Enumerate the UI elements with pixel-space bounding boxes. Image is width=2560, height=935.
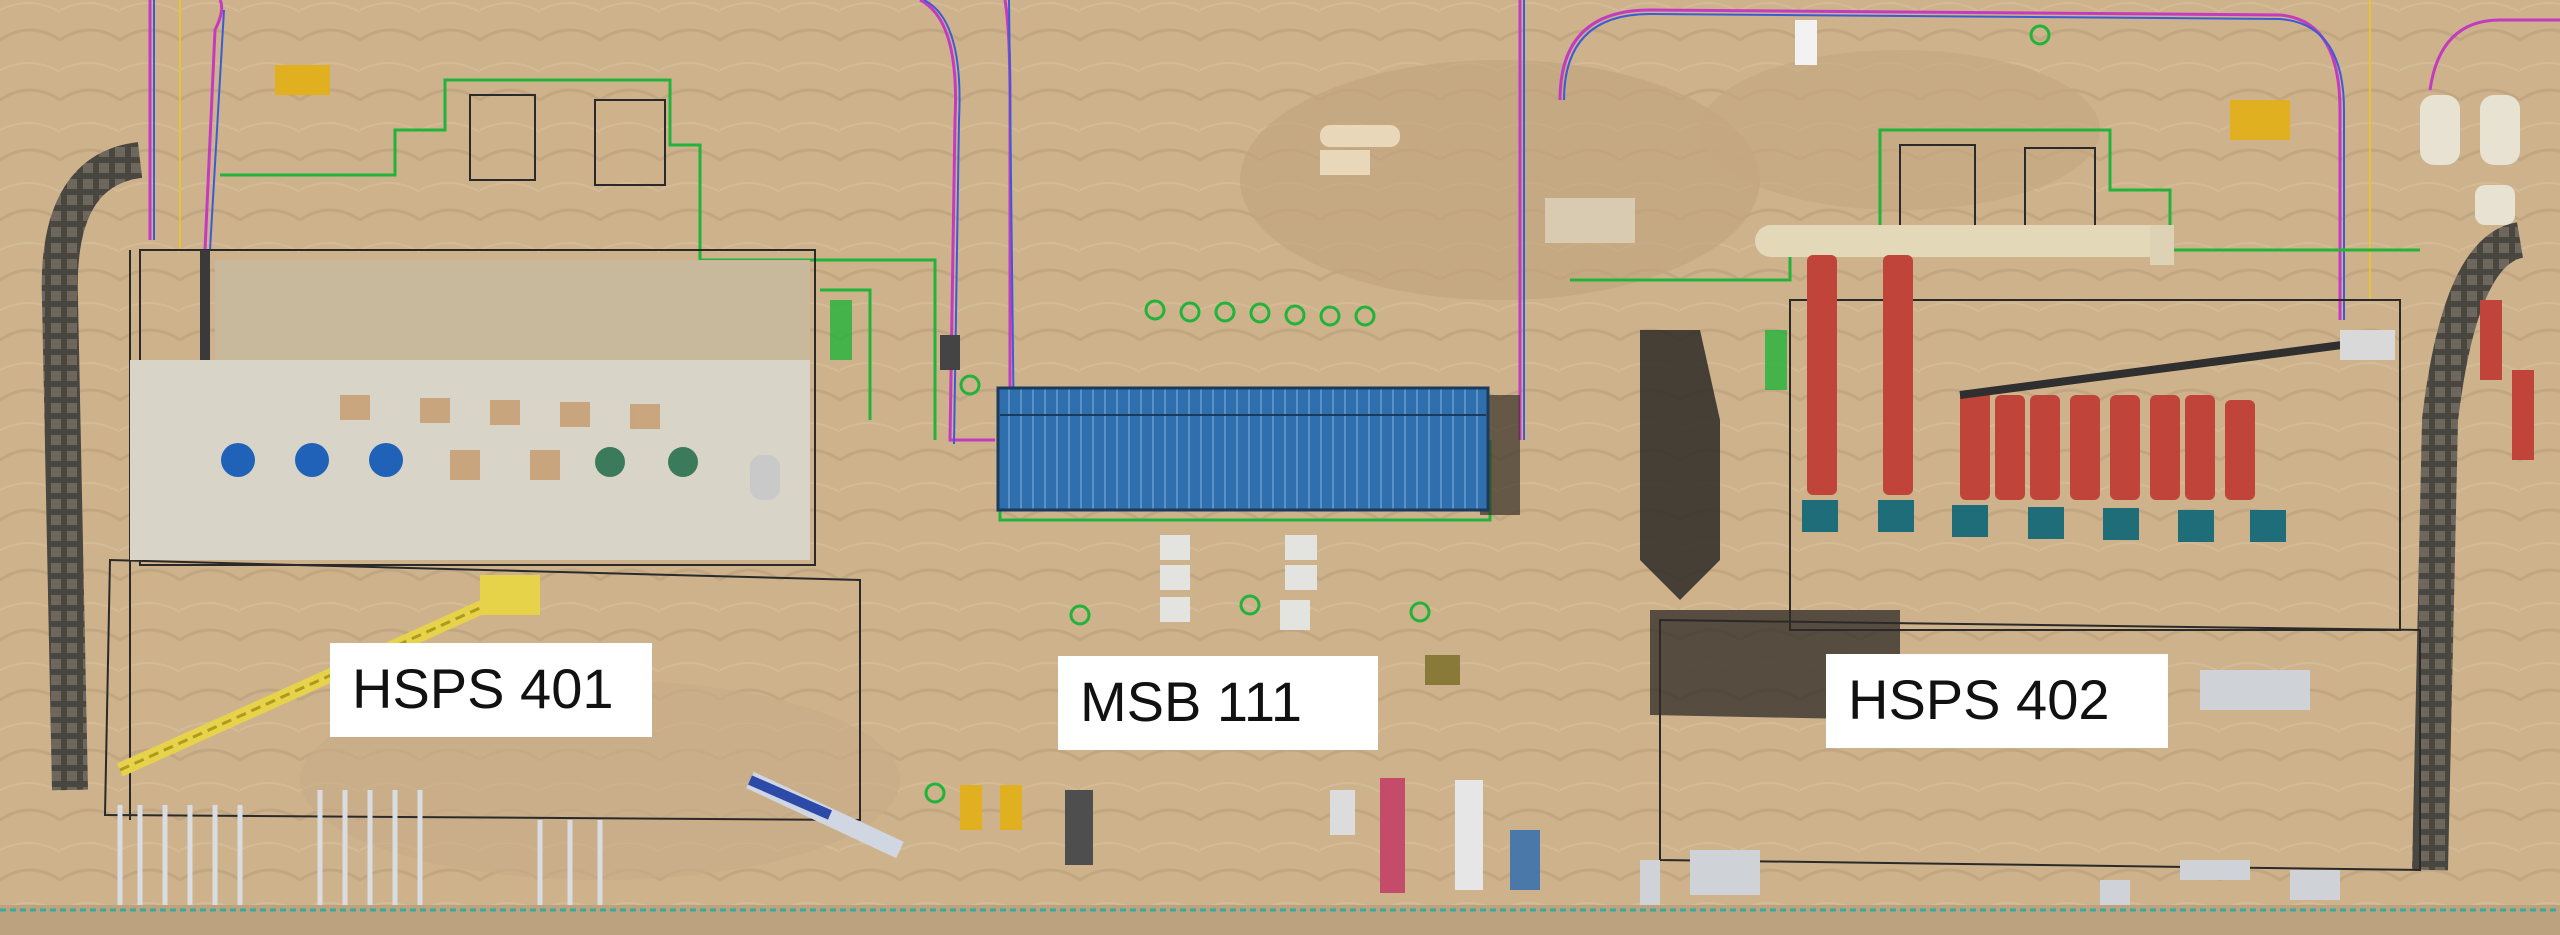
crane-boom-401-lattice (119, 588, 521, 772)
green-marker (1765, 330, 1787, 390)
hsps-402-excavation (1640, 330, 1720, 600)
crane-cab-402 (2340, 330, 2395, 360)
laydown-material-right (1640, 670, 2340, 905)
area-label-msb-111: MSB 111 (1058, 656, 1378, 750)
hsps-402-tank-bases (1802, 500, 2286, 542)
area-label-hsps-401: HSPS 401 (330, 643, 652, 737)
hsps-401-tanks (221, 443, 780, 500)
green-marker (830, 300, 852, 360)
crane-boom-402 (1959, 336, 2381, 399)
msb-111-roof (996, 386, 1490, 512)
right-red-tanks (2480, 300, 2534, 460)
survey-circles (924, 24, 2051, 804)
area-label-hsps-402: HSPS 402 (1826, 654, 2168, 748)
utility-line-blue (153, 0, 2345, 445)
right-track-mat (2412, 222, 2525, 871)
horizontal-tank (2150, 225, 2174, 265)
hsps-401-foundation-grid (340, 395, 660, 480)
horizontal-tank (1755, 225, 2165, 257)
laydown-material (117, 790, 603, 905)
storage-tanks (2420, 95, 2520, 225)
boundary-dark-402 (1659, 299, 2421, 872)
foundation-outline (469, 94, 536, 181)
hsps-402-red-tanks (1807, 255, 2255, 500)
msb-111-tents (1160, 535, 1317, 630)
crane-cab-401 (480, 575, 540, 615)
dirt-patch (1240, 60, 1760, 300)
boundary-green-402 (1570, 128, 2420, 282)
crane-boom-blue-stripe (747, 775, 833, 820)
foundation-outline (594, 99, 666, 186)
hsps-401-gravel (215, 260, 810, 360)
left-track-mat (41, 142, 143, 791)
construction-equipment (275, 20, 2290, 893)
